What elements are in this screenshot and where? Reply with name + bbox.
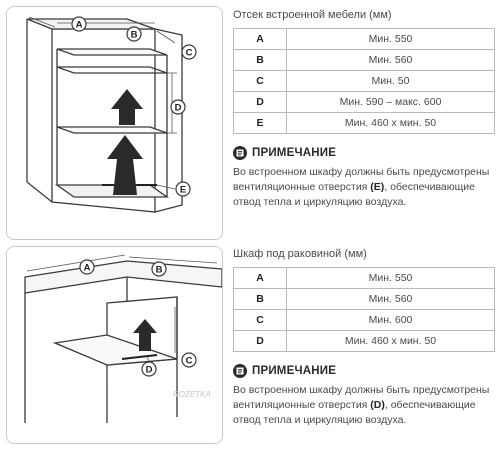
callout-c: C bbox=[186, 48, 193, 59]
sink-cabinet-section: Шкаф под раковиной (мм) A Мин. 550 B Мин… bbox=[233, 247, 495, 428]
note-text-start: Во встроенном шкафу должны быть предусмо… bbox=[233, 384, 490, 411]
callout-b: B bbox=[131, 30, 138, 41]
callout-c: C bbox=[186, 356, 193, 367]
note-text: Во встроенном шкафу должны быть предусмо… bbox=[233, 165, 495, 210]
table-row: D Мин. 460 x мин. 50 bbox=[233, 330, 495, 352]
callout-a: A bbox=[84, 263, 91, 274]
note-icon bbox=[233, 146, 247, 160]
table-row: A Мин. 550 bbox=[233, 28, 495, 50]
section-caption: Отсек встроенной мебели (мм) bbox=[233, 9, 392, 21]
table-row: E Мин. 460 x мин. 50 bbox=[233, 112, 495, 134]
dimension-value: Мин. 560 bbox=[286, 49, 495, 71]
note-text-end: , обеспечивающие отвод тепла и циркуляци… bbox=[233, 399, 476, 426]
note-title: ПРИМЕЧАНИЕ bbox=[252, 147, 337, 159]
table-row: C Мин. 50 bbox=[233, 70, 495, 92]
dimension-key: B bbox=[233, 49, 287, 71]
note-text-end: , обеспечивающие отвод тепла и циркуляци… bbox=[233, 181, 475, 208]
table-row: A Мин. 550 bbox=[233, 267, 495, 289]
callout-a: A bbox=[76, 20, 83, 31]
table-row: B Мин. 560 bbox=[233, 49, 495, 71]
dimension-key: B bbox=[233, 288, 287, 310]
note-text-start: Во встроенном шкафу должны быть предусмо… bbox=[233, 166, 490, 193]
dimension-key: C bbox=[233, 309, 287, 331]
table-row: D Мин. 590 – макс. 600 bbox=[233, 91, 495, 113]
dimension-key: D bbox=[233, 330, 287, 352]
dimension-value: Мин. 460 x мин. 50 bbox=[286, 112, 495, 134]
callout-d: D bbox=[146, 365, 153, 376]
dimension-value: Мин. 460 x мин. 50 bbox=[286, 330, 495, 352]
dimension-value: Мин. 590 – макс. 600 bbox=[286, 91, 495, 113]
dimension-key: A bbox=[233, 28, 287, 50]
dimension-value: Мин. 550 bbox=[286, 267, 495, 289]
dimension-value: Мин. 560 bbox=[286, 288, 495, 310]
built-in-cabinet-illustration: A B C D E bbox=[6, 6, 223, 240]
dimension-key: C bbox=[233, 70, 287, 92]
sink-cabinet-illustration: A B D C ROZETKA bbox=[6, 246, 223, 444]
dimension-value: Мин. 550 bbox=[286, 28, 495, 50]
note-text-key: (E) bbox=[370, 181, 385, 193]
callout-e: E bbox=[180, 185, 186, 196]
dimensions-table: A Мин. 550 B Мин. 560 C Мин. 600 D Мин. … bbox=[233, 267, 495, 352]
callout-d: D bbox=[175, 103, 182, 114]
table-row: B Мин. 560 bbox=[233, 288, 495, 310]
note-icon bbox=[233, 364, 247, 378]
note-title: ПРИМЕЧАНИЕ bbox=[252, 365, 337, 377]
dimension-key: D bbox=[233, 91, 287, 113]
note-text: Во встроенном шкафу должны быть предусмо… bbox=[233, 383, 495, 428]
dimension-key: E bbox=[233, 112, 287, 134]
table-row: C Мин. 600 bbox=[233, 309, 495, 331]
dimension-value: Мин. 50 bbox=[286, 70, 495, 92]
callout-b: B bbox=[156, 265, 163, 276]
dimension-key: A bbox=[233, 267, 287, 289]
section-caption: Шкаф под раковиной (мм) bbox=[233, 248, 367, 260]
built-in-cabinet-section: Отсек встроенной мебели (мм) A Мин. 550 … bbox=[233, 8, 495, 210]
note-text-key: (D) bbox=[370, 399, 385, 411]
watermark: ROZETKA bbox=[173, 390, 211, 399]
note-heading: ПРИМЕЧАНИЕ bbox=[233, 363, 495, 379]
dimensions-table: A Мин. 550 B Мин. 560 C Мин. 50 D Мин. 5… bbox=[233, 28, 495, 134]
note-heading: ПРИМЕЧАНИЕ bbox=[233, 145, 495, 161]
dimension-value: Мин. 600 bbox=[286, 309, 495, 331]
